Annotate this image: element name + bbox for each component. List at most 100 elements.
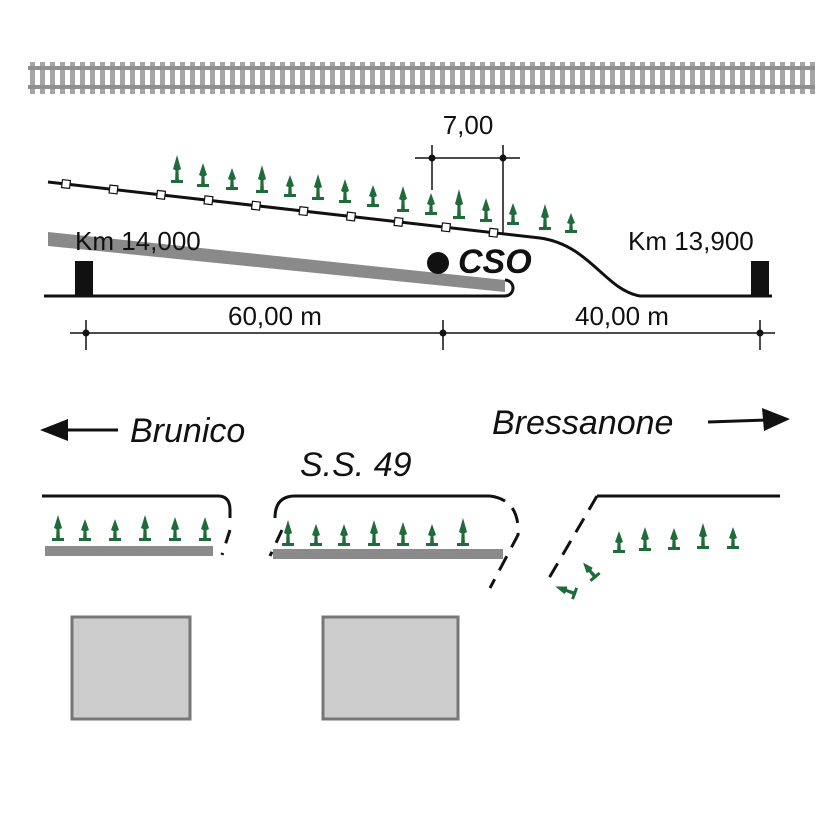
tree-icon [79,519,91,541]
tree-icon [199,517,211,541]
sleeper [330,62,335,94]
guard-barrier [48,232,505,292]
sleeper [610,62,615,94]
sleeper [760,62,765,94]
tree-icon [613,531,625,553]
sleeper [460,62,465,94]
post-right [751,261,769,297]
tree-icon [310,524,322,546]
sleeper [280,62,285,94]
sleeper [130,62,135,94]
fence-post [440,222,452,233]
sleeper [170,62,175,94]
building-left [70,615,192,721]
sleeper [100,62,105,94]
tree-icon [457,518,469,546]
fence-post [108,184,119,195]
road-edge [44,278,515,298]
sleeper [440,62,445,94]
sleeper [80,62,85,94]
sleeper [500,62,505,94]
tree-icon [555,586,579,600]
sleeper [320,62,325,94]
tree-icon [425,193,437,215]
sleeper [230,62,235,94]
sleeper [340,62,345,94]
tree-icon [284,175,296,197]
sleeper [180,62,185,94]
sleeper [300,62,305,94]
sleeper [380,62,385,94]
sleeper [370,62,375,94]
sleeper [430,62,435,94]
sleeper [590,62,595,94]
sleeper [220,62,225,94]
tree-icon [480,198,492,222]
sleeper [790,62,795,94]
sleeper [540,62,545,94]
sleeper [450,62,455,94]
tree-icon [639,527,651,551]
sleeper [40,62,45,94]
sleeper [70,62,75,94]
trees-row-top [171,155,577,233]
tree-icon [312,174,324,200]
distance-right-label: 40,00 m [575,301,669,331]
sleeper [120,62,125,94]
arrow-left-icon [40,419,68,441]
sleeper [740,62,745,94]
direction-right: Bressanone [492,404,790,442]
sleeper [730,62,735,94]
fence-post [298,205,309,217]
fence-post [345,211,357,222]
sleeper [60,62,65,94]
sleeper [250,62,255,94]
sleeper [260,62,265,94]
fence-post [250,200,262,211]
tree-icon [697,523,709,549]
sleeper [800,62,805,94]
sleeper [30,62,35,94]
tree-icon [539,204,551,230]
tree-icon [169,517,181,541]
sleeper [530,62,535,94]
tree-icon [171,155,183,183]
tree-icon [339,179,351,203]
tree-icon [109,519,121,541]
station-dot-icon [427,252,449,274]
tree-icon [507,203,519,225]
tree-icon [397,522,409,546]
dimension-top-label: 7,00 [443,110,494,140]
tree-icon [282,520,294,546]
tree-icon [338,524,350,546]
sleeper [580,62,585,94]
sleeper [390,62,395,94]
sleeper [650,62,655,94]
tree-icon [727,527,739,549]
direction-left-label: Brunico [130,412,245,450]
fence-post [155,189,167,200]
fence-post [488,227,499,238]
barrier-lower-left [45,546,213,556]
sleeper [400,62,405,94]
fence-line [47,178,772,298]
tree-icon [397,186,409,212]
sleeper [630,62,635,94]
sleeper [160,62,165,94]
sleeper [270,62,275,94]
sleeper [570,62,575,94]
km-start-label: Km 14,000 [75,226,201,256]
tree-icon [565,213,577,233]
sleeper [660,62,665,94]
tree-icon [256,165,268,193]
sleeper [480,62,485,94]
tree-icon [139,515,151,541]
railway-sleepers [30,62,815,94]
sleeper [470,62,475,94]
sleeper [410,62,415,94]
sleeper [150,62,155,94]
sleeper [770,62,775,94]
sleeper [620,62,625,94]
sleeper [310,62,315,94]
